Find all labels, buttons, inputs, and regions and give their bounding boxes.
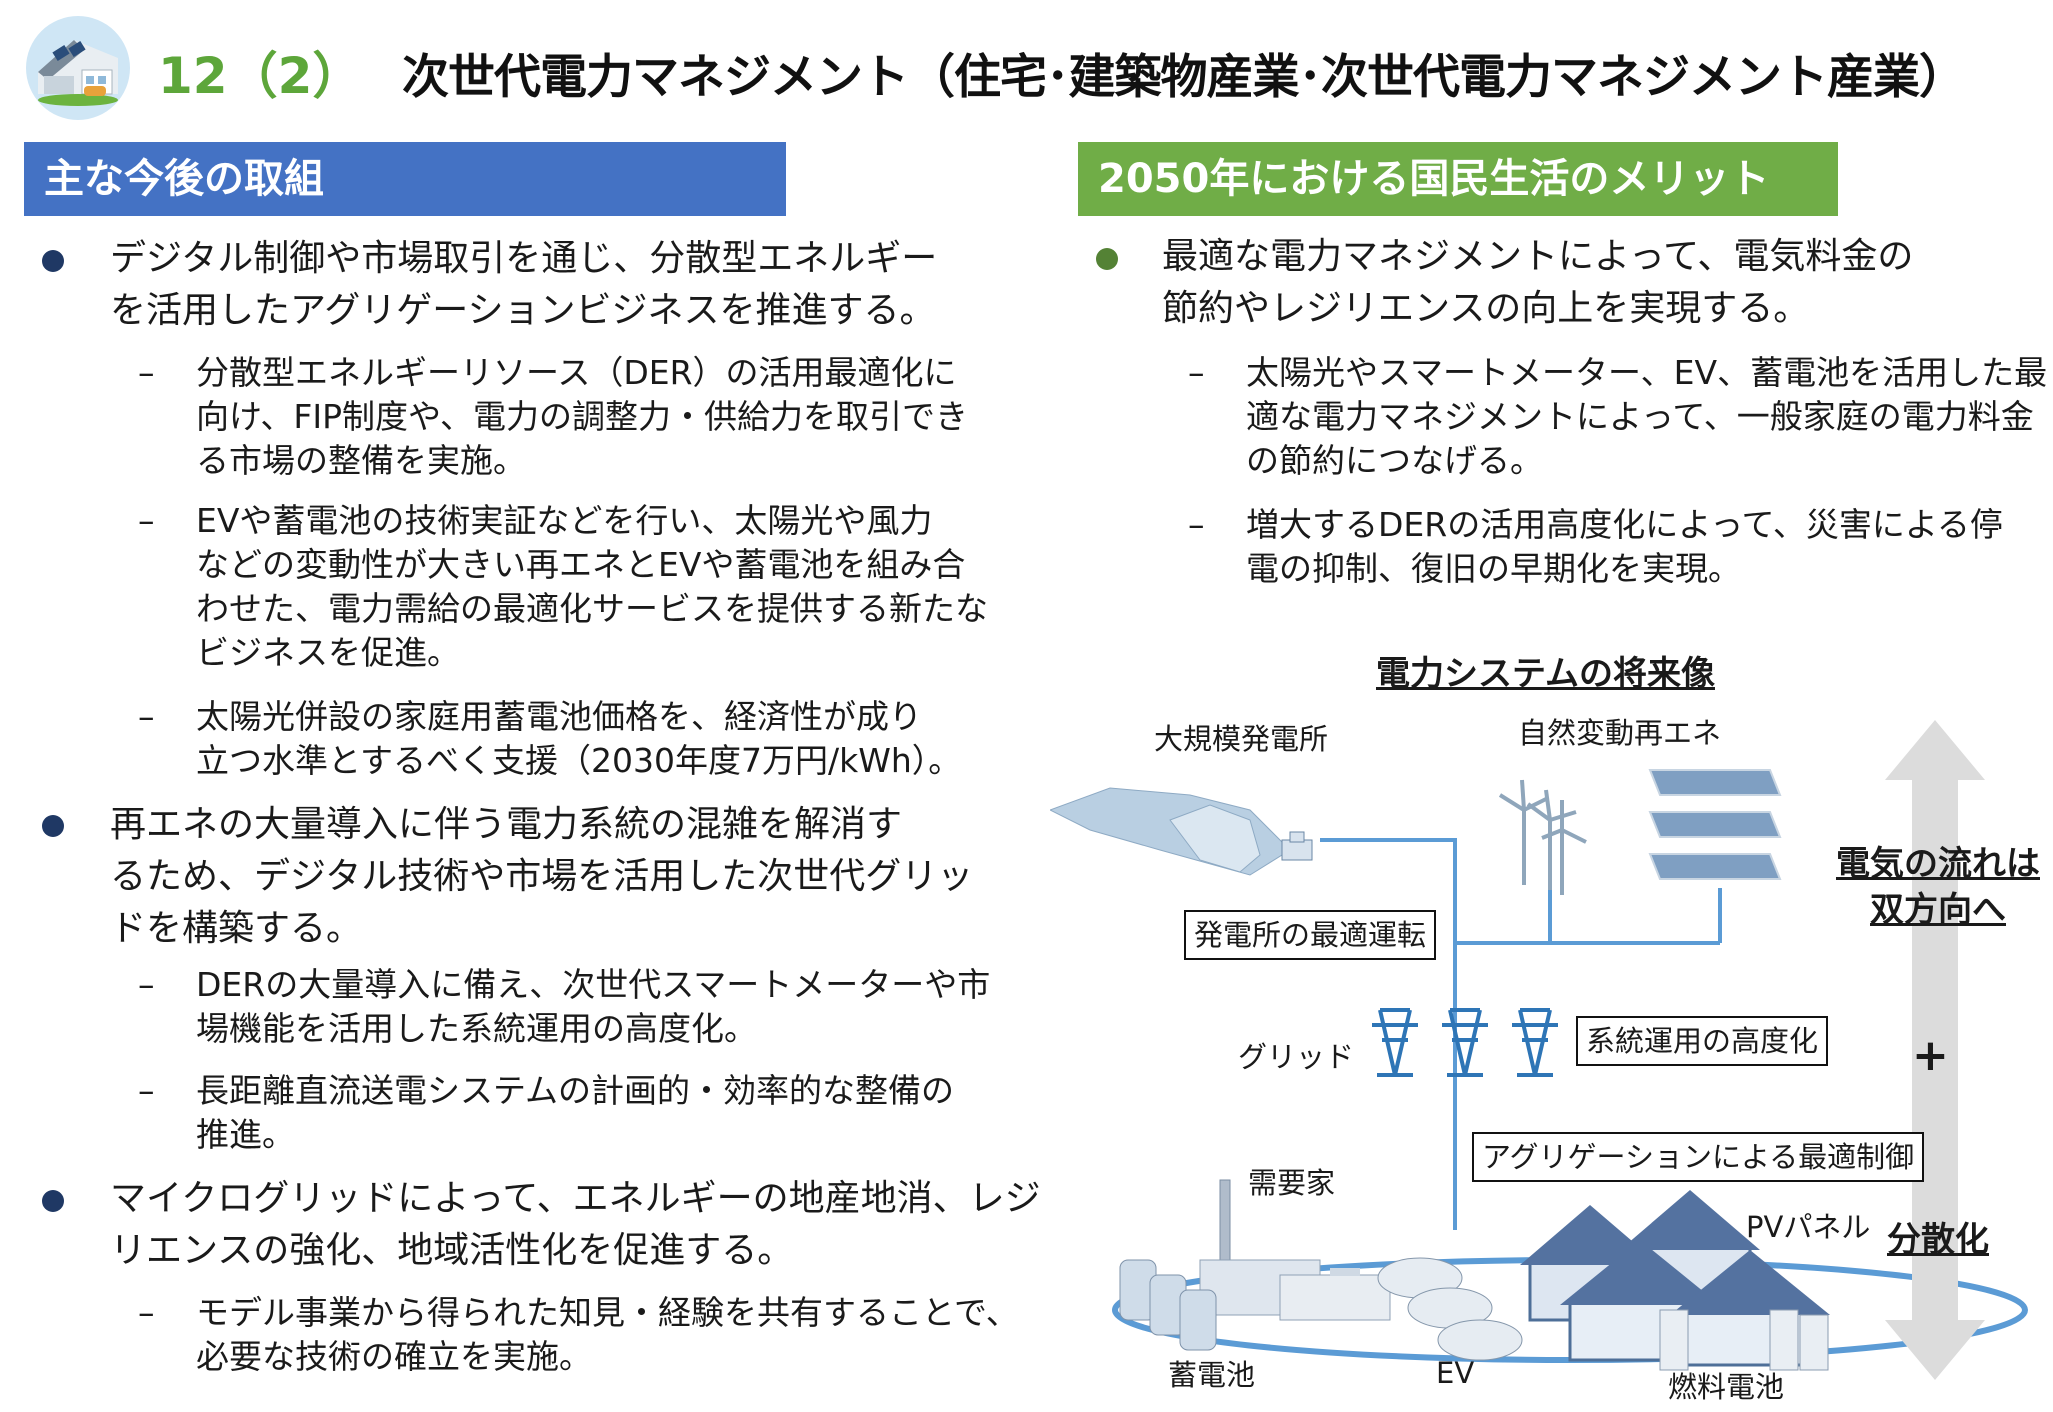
- label-pv: PVパネル: [1746, 1210, 1871, 1244]
- sub-dash: –: [138, 1293, 155, 1332]
- plus-sign: +: [1912, 1030, 1949, 1081]
- sub-3-1-line-1: モデル事業から得られた知見・経験を共有することで、: [196, 1293, 1019, 1332]
- right-sub-1-line-2: 適な電力マネジメントによって、一般家庭の電力料金: [1246, 397, 2034, 436]
- house-solar-icon: [26, 16, 130, 120]
- wind-turbine-icon: [1498, 779, 1587, 895]
- diagram-graphics: [1050, 720, 2028, 1380]
- flow-label-line-2: 双方向へ: [1870, 890, 2006, 930]
- right-section-heading: 2050年における国民生活のメリット: [1078, 142, 1838, 216]
- sub-2-1-line-2: 場機能を活用した系統運用の高度化。: [196, 1009, 757, 1048]
- bullet-dot: [42, 250, 64, 272]
- label-battery: 蓄電池: [1168, 1358, 1256, 1392]
- sub-1-1-line-2: 向け、FIP制度や、電力の調整力・供給力を取引でき: [196, 397, 968, 436]
- power-plant-icon: [1050, 787, 1313, 876]
- label-consumer: 需要家: [1248, 1166, 1336, 1200]
- right-sub-2-line-2: 電の抑制、復旧の早期化を実現。: [1246, 549, 1741, 588]
- sub-2-2-line-1: 長距離直流送電システムの計画的・効率的な整備の: [196, 1071, 955, 1110]
- section-number: 12（2）: [158, 47, 363, 105]
- bullet-1-line-2: を活用したアグリゲーションビジネスを推進する。: [110, 290, 936, 331]
- sub-3-1-line-2: 必要な技術の確立を実施。: [196, 1337, 592, 1376]
- bullet-dot: [1096, 248, 1118, 270]
- bullet-2-line-1: 再エネの大量導入に伴う電力系統の混雑を解消す: [110, 804, 903, 845]
- ev-icon: [1377, 1257, 1523, 1361]
- bullet-2-line-3: ドを構築する。: [110, 908, 363, 949]
- sub-1-3-line-2: 立つ水準とするべく支援（2030年度7万円/kWh）。: [196, 741, 962, 780]
- sub-dash: –: [1188, 353, 1205, 392]
- sub-dash: –: [138, 353, 155, 392]
- diagram-title: 電力システムの将来像: [1376, 654, 1715, 694]
- sub-1-1-line-1: 分散型エネルギーリソース（DER）の活用最適化に: [196, 353, 957, 392]
- right-sub-2-line-1: 増大するDERの活用高度化によって、災害による停: [1246, 505, 2003, 544]
- sub-dash: –: [138, 1071, 155, 1110]
- left-section-heading: 主な今後の取組: [24, 142, 786, 216]
- sub-1-2-line-2: などの変動性が大きい再エネとEVや蓄電池を組み合: [196, 545, 966, 584]
- factory-icon: [1199, 1179, 1391, 1321]
- right-sub-1-line-3: の節約につなげる。: [1246, 441, 1543, 480]
- label-large-plant: 大規模発電所: [1154, 722, 1329, 756]
- box-plant-optimization: 発電所の最適運転: [1184, 910, 1437, 960]
- sub-2-1-line-1: DERの大量導入に備え、次世代スマートメーターや市: [196, 965, 991, 1004]
- box-aggregation: アグリゲーションによる最適制御: [1472, 1132, 1925, 1182]
- sub-dash: –: [138, 501, 155, 540]
- page-title: 次世代電力マネジメント（住宅･建築物産業･次世代電力マネジメント産業）: [402, 50, 1966, 105]
- transmission-tower-icon: [1372, 1008, 1558, 1077]
- box-grid-optimization: 系統運用の高度化: [1576, 1016, 1829, 1066]
- sub-1-3-line-1: 太陽光併設の家庭用蓄電池価格を、経済性が成り: [196, 697, 922, 736]
- battery-icon: [1119, 1259, 1217, 1351]
- bullet-3-line-1: マイクログリッドによって、エネルギーの地産地消、レジ: [110, 1178, 1041, 1219]
- bullet-3-line-2: リエンスの強化、地域活性化を促進する。: [110, 1230, 794, 1271]
- label-ev: EV: [1436, 1356, 1475, 1390]
- label-fuel-cell: 燃料電池: [1668, 1370, 1785, 1404]
- right-bullet-line-2: 節約やレジリエンスの向上を実現する。: [1162, 288, 1810, 329]
- sub-1-2-line-3: わせた、電力需給の最適化サービスを提供する新たな: [196, 589, 988, 628]
- bullet-1-line-1: デジタル制御や市場取引を通じ、分散型エネルギー: [110, 238, 938, 279]
- sub-2-2-line-2: 推進。: [196, 1115, 295, 1154]
- sub-dash: –: [1188, 505, 1205, 544]
- right-bullet-line-1: 最適な電力マネジメントによって、電気料金の: [1162, 236, 1914, 277]
- fuel-cell-icon: [1659, 1309, 1829, 1371]
- bullet-dot: [42, 815, 64, 837]
- bidirectional-arrow-icon: [1885, 720, 1985, 1380]
- label-renewable: 自然変動再エネ: [1518, 716, 1722, 750]
- label-grid: グリッド: [1238, 1040, 1355, 1074]
- sub-dash: –: [138, 697, 155, 736]
- decentralization-label: 分散化: [1887, 1220, 1989, 1260]
- flow-label-line-1: 電気の流れは: [1836, 844, 2040, 884]
- bullet-2-line-2: るため、デジタル技術や市場を活用した次世代グリッ: [110, 856, 974, 897]
- right-sub-1-line-1: 太陽光やスマートメーター、EV、蓄電池を活用した最: [1246, 353, 2048, 392]
- sub-1-1-line-3: る市場の整備を実施。: [196, 441, 526, 480]
- bullet-dot: [42, 1190, 64, 1212]
- sub-dash: –: [138, 965, 155, 1004]
- sub-1-2-line-4: ビジネスを促進。: [196, 633, 460, 672]
- solar-panel-icon: [1648, 769, 1782, 880]
- sub-1-2-line-1: EVや蓄電池の技術実証などを行い、太陽光や風力: [196, 501, 933, 540]
